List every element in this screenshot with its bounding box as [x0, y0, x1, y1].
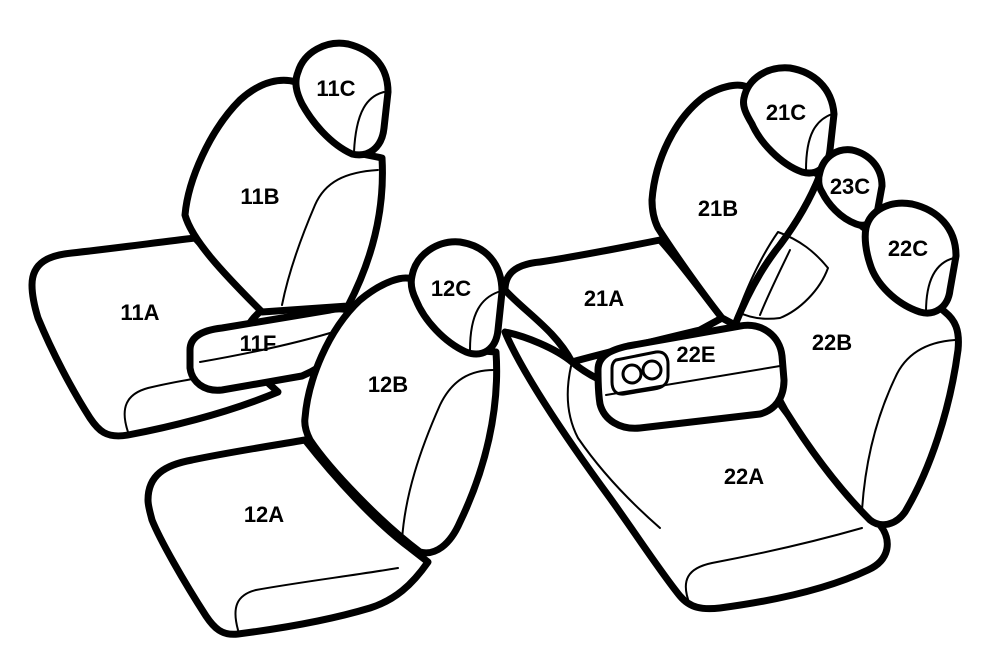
- label-12C: 12C: [431, 276, 471, 301]
- label-11A: 11A: [120, 300, 159, 325]
- label-22E: 22E: [676, 342, 715, 367]
- part-labels: 11C 11B 11A 11F 12C 12B 12A 21C 23C 22C …: [120, 76, 928, 527]
- part-12A-cushion[interactable]: [144, 436, 432, 638]
- part-23-center-panel-seam: [737, 231, 829, 320]
- part-11F-armrest-top-seam: [199, 329, 341, 363]
- seat-12: [144, 238, 506, 638]
- part-23-center-panel-inner-seam: [759, 249, 791, 316]
- rear-bench: [501, 64, 962, 613]
- part-22C-headrest[interactable]: [861, 199, 960, 317]
- part-12B-backrest[interactable]: [301, 274, 501, 557]
- part-12C-headrest[interactable]: [407, 238, 506, 358]
- label-22C: 22C: [888, 236, 928, 261]
- label-12B: 12B: [368, 372, 408, 397]
- label-12A: 12A: [244, 502, 284, 527]
- part-21C-headrest-seam: [805, 113, 833, 171]
- part-11C-headrest[interactable]: [292, 39, 392, 159]
- part-22A-cushion-front-seam: [684, 527, 863, 606]
- part-12A-cushion-front-seam: [234, 567, 399, 631]
- part-22E-armrest-top-seam: [605, 365, 781, 396]
- label-21C: 21C: [766, 100, 806, 125]
- part-11C-headrest-seam: [353, 91, 385, 153]
- part-22C-headrest-seam: [925, 257, 955, 313]
- label-11B: 11B: [240, 184, 279, 209]
- label-22B: 22B: [812, 330, 852, 355]
- part-22E-armrest[interactable]: [594, 321, 788, 432]
- part-11B-backrest-side-seam: [281, 169, 379, 306]
- label-22A: 22A: [724, 464, 764, 489]
- part-12B-backrest-side-seam: [401, 369, 495, 541]
- label-11F: 11F: [240, 331, 277, 356]
- cup-holder-icon: [610, 350, 670, 396]
- part-22B-backrest-side-seam: [861, 339, 956, 511]
- part-22A-left-panel-seam: [566, 361, 661, 529]
- part-12C-headrest-seam: [469, 291, 499, 351]
- label-21A: 21A: [584, 286, 624, 311]
- label-11C: 11C: [316, 76, 355, 101]
- label-23C: 23C: [830, 174, 870, 199]
- label-21B: 21B: [698, 196, 738, 221]
